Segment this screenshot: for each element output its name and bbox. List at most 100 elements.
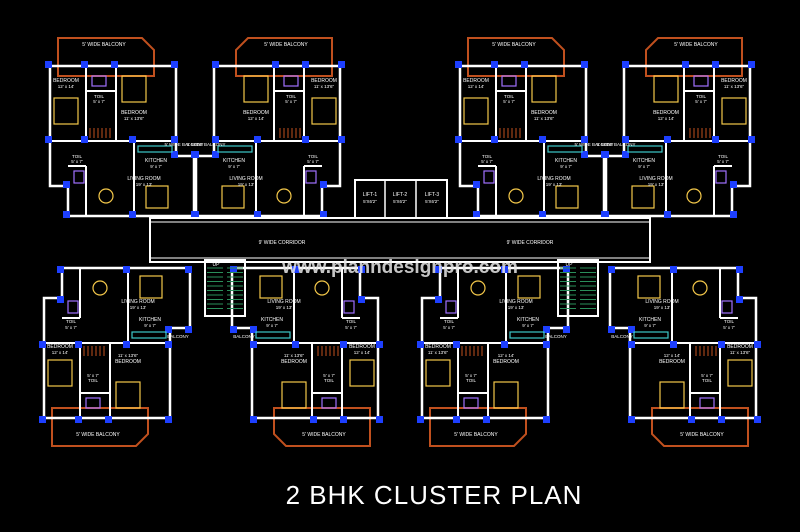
- toilet-fixture: [463, 397, 479, 409]
- structural-column: [57, 266, 64, 273]
- sofa-set: [637, 275, 661, 299]
- staircase-left: UP: [204, 259, 246, 317]
- structural-column: [57, 296, 64, 303]
- toilet-size: 5' x 7': [695, 99, 707, 104]
- kitchen-label: KITCHEN: [139, 317, 161, 323]
- lift-1-label: LIFT-1: [363, 192, 378, 198]
- toilet-fixture: [501, 75, 517, 87]
- bedroom-label: BEDROOM: [659, 359, 685, 365]
- structural-column: [320, 211, 327, 218]
- toilet-size: 5' x 7': [323, 373, 335, 378]
- bed: [243, 75, 269, 103]
- bedroom-label: BEDROOM: [47, 344, 73, 350]
- toilet-label: TOIL: [724, 319, 734, 324]
- bedroom-size: 12' x 14': [52, 350, 69, 355]
- structural-column: [730, 211, 737, 218]
- toilet-fixture: [445, 300, 457, 314]
- lift-2-size: 5'X6'2": [393, 199, 407, 204]
- structural-column: [543, 341, 550, 348]
- bedroom-size: 12' x 14': [498, 353, 515, 358]
- toilet-label: TOIL: [324, 378, 334, 383]
- bed: [311, 97, 337, 125]
- kitchen-counter: [633, 331, 669, 339]
- structural-column: [230, 266, 237, 273]
- lift-1-size: 5'X6'2": [363, 199, 377, 204]
- structural-column: [736, 266, 743, 273]
- structural-column: [563, 266, 570, 273]
- toilet-label: TOIL: [66, 319, 76, 324]
- kitchen-balcony-label: 5' WIDE BALCONY: [186, 142, 225, 147]
- lift-3: LIFT-3 5'X6'2": [425, 192, 440, 204]
- bedroom-size: 12' x 14': [58, 84, 75, 89]
- structural-column: [105, 416, 112, 423]
- living-room-size: 19' x 13': [276, 305, 293, 310]
- structural-column: [670, 341, 677, 348]
- living-room-size: 19' x 13': [654, 305, 671, 310]
- structural-column: [45, 136, 52, 143]
- lift-3-label: LIFT-3: [425, 192, 440, 198]
- kitchen-label: KITCHEN: [639, 317, 661, 323]
- toilet-fixture: [693, 75, 709, 87]
- structural-column: [302, 61, 309, 68]
- structural-column: [250, 341, 257, 348]
- toilet-size: 5' x 7': [285, 99, 297, 104]
- structural-column: [754, 416, 761, 423]
- lift-2-label: LIFT-2: [393, 192, 408, 198]
- structural-column: [171, 151, 178, 158]
- structural-column: [730, 181, 737, 188]
- structural-column: [129, 136, 136, 143]
- structural-column: [63, 181, 70, 188]
- balcony-label: 5' WIDE BALCONY: [492, 42, 536, 48]
- toilet-label: TOIL: [94, 94, 104, 99]
- balcony-outline: [51, 407, 149, 447]
- living-room-size: 19' x 13': [508, 305, 525, 310]
- kitchen-size: 9' x 7': [266, 323, 278, 328]
- structural-column: [622, 61, 629, 68]
- kitchen-balcony-label: BALCONY: [167, 334, 189, 339]
- toilet-fixture: [305, 170, 317, 184]
- kitchen-counter: [547, 145, 583, 153]
- bedroom-size: 12' x 14': [248, 116, 265, 121]
- bed: [425, 359, 451, 387]
- toilet-size: 5' x 7': [87, 373, 99, 378]
- structural-column: [670, 266, 677, 273]
- unit-inner-wall: [44, 268, 170, 418]
- structural-column: [435, 296, 442, 303]
- toilet-label: TOIL: [72, 154, 82, 159]
- structural-column: [453, 341, 460, 348]
- bed: [121, 75, 147, 103]
- sofa-set: [517, 275, 541, 299]
- balcony-outline: [235, 37, 333, 77]
- sofa-set: [555, 185, 579, 209]
- toilet-label: TOIL: [286, 94, 296, 99]
- lift-1: LIFT-1 5'X6'2": [363, 192, 378, 204]
- structural-column: [192, 151, 199, 158]
- apartment-unit: [602, 37, 755, 218]
- unit-inner-wall: [624, 66, 750, 216]
- kitchen-label: KITCHEN: [145, 158, 167, 164]
- stair-outline: [557, 259, 599, 317]
- kitchen-size: 9' x 7': [144, 323, 156, 328]
- stair-treads: [207, 267, 243, 309]
- structural-column: [376, 416, 383, 423]
- apartment-unit: [39, 266, 192, 447]
- balcony-label: 5' WIDE BALCONY: [674, 42, 718, 48]
- structural-column: [39, 416, 46, 423]
- balcony-label: 5' WIDE BALCONY: [302, 432, 346, 438]
- structural-column: [563, 326, 570, 333]
- corridor-label-right: 9' WIDE CORRIDOR: [507, 240, 554, 246]
- toilet-fixture: [91, 75, 107, 87]
- unit-inner-wall: [460, 66, 586, 216]
- bedroom-label: BEDROOM: [531, 110, 557, 116]
- structural-column: [748, 61, 755, 68]
- kitchen-balcony-label: BALCONY: [545, 334, 567, 339]
- structural-column: [310, 416, 317, 423]
- dining-table: [470, 280, 486, 296]
- structural-column: [358, 296, 365, 303]
- plan-title: 2 BHK CLUSTER PLAN: [286, 480, 583, 510]
- bedroom-label: BEDROOM: [653, 110, 679, 116]
